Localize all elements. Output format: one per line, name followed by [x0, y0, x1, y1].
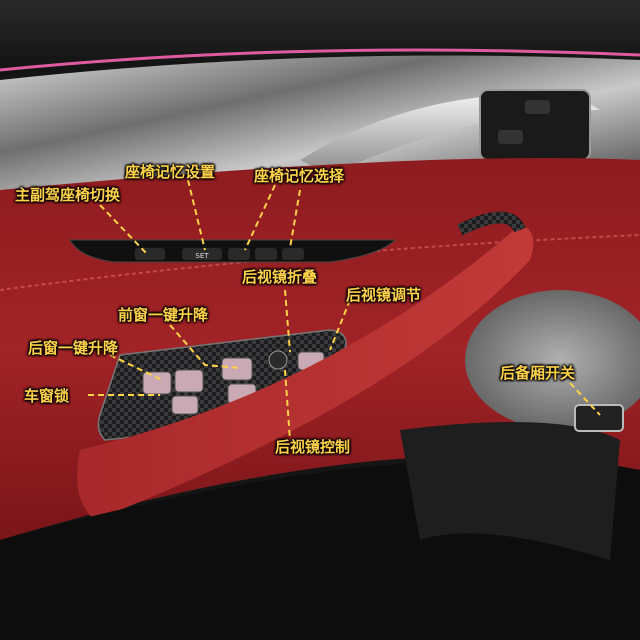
front-left-window-switch[interactable] [221, 357, 253, 381]
leader-mirror-fold [284, 289, 291, 353]
label-mirror-fold: 后视镜折叠 [242, 268, 318, 286]
memory-2-button[interactable] [255, 248, 277, 260]
seat-memory-set-button[interactable] [182, 248, 222, 260]
trunk-switch[interactable] [574, 404, 624, 432]
armrest [77, 225, 534, 520]
leader-mirror-control [284, 369, 291, 441]
label-rear-window-one-touch: 后窗一键升降 [28, 339, 119, 357]
leader-mirror-adjust [329, 299, 351, 351]
label-seat-memory-set: 座椅记忆设置 [125, 163, 216, 181]
label-main-passenger-seat-switch: 主副驾座椅切换 [15, 186, 121, 204]
leader-trunk-switch [569, 382, 601, 416]
lock-button[interactable] [498, 130, 523, 144]
leader-memory-select [244, 184, 301, 251]
leader-front-window [169, 324, 241, 369]
rear-window-lower-switch[interactable] [171, 395, 199, 415]
label-window-lock: 车窗锁 [24, 387, 70, 405]
memory-1-button[interactable] [228, 248, 250, 260]
mirror-joystick[interactable] [268, 350, 288, 370]
rear-left-window-switch[interactable] [142, 371, 172, 395]
label-mirror-control: 后视镜控制 [275, 438, 351, 456]
unlock-button[interactable] [525, 100, 550, 114]
armrest-carbon-trim [457, 211, 526, 236]
memory-3-button[interactable] [282, 248, 304, 260]
lower-storage-bin [400, 422, 620, 560]
label-trunk-switch: 后备厢开关 [500, 364, 576, 382]
leader-memory-set [187, 179, 206, 251]
rear-right-window-switch[interactable] [174, 369, 204, 393]
leader-seat-switch [99, 204, 149, 256]
ambient-light-strip [0, 48, 640, 72]
label-mirror-adjust: 后视镜调节 [346, 286, 422, 304]
speaker-grille [465, 290, 640, 430]
label-front-window-one-touch: 前窗一键升降 [118, 306, 209, 324]
seat-switch-button[interactable] [135, 248, 165, 260]
callout-lines [88, 179, 601, 441]
set-button-text: SET [195, 252, 209, 260]
label-seat-memory-select: 座椅记忆选择 [254, 167, 345, 185]
